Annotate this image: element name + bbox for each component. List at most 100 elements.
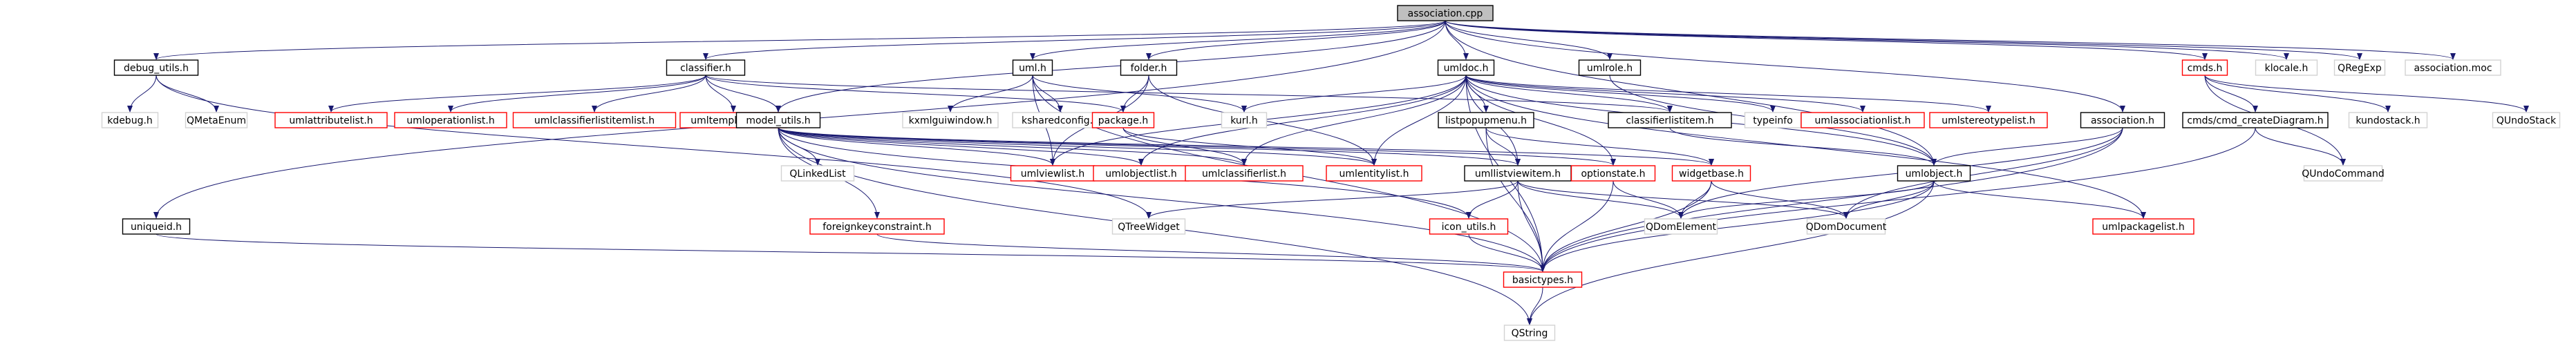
node-debug-utils-h[interactable]: debug_utils.h [113,59,199,76]
node-umlclassifierlistitemlist-h[interactable]: umlclassifierlistitemlist.h [512,112,677,128]
node-qundocommand[interactable]: QUndoCommand [2302,165,2385,182]
edge-cmds_h-to-qundostack [2204,75,2529,113]
node-association-h[interactable]: association.h [2080,112,2165,128]
node-box [1397,5,1494,21]
node-qdomelement[interactable]: QDomElement [1644,218,1718,235]
node-association-moc[interactable]: association.moc [2405,59,2501,76]
node-umlobject-h[interactable]: umlobject.h [1897,165,1971,182]
edge-umlobject_h-to-qdomdocument [1843,180,1935,219]
node-qundostack[interactable]: QUndoStack [2492,112,2561,128]
node-label: umlattributelist.h [289,115,373,126]
node-umlobjectlist-h[interactable]: umlobjectlist.h [1093,165,1190,182]
node-box [735,112,821,128]
node-qlinkedlist[interactable]: QLinkedList [780,165,855,182]
node-uml-h[interactable]: uml.h [1012,59,1053,76]
node-label: association.cpp [1408,8,1483,19]
edge-umldoc_h-to-umlobjectlist_h [1138,75,1467,166]
node-icon-utils-h[interactable]: icon_utils.h [1429,218,1509,235]
edge-basictypes_h-to-qstring [1527,287,1543,325]
node-qstring[interactable]: QString [1503,325,1556,341]
edge-association_cpp-to-folder_h [1146,20,1446,60]
node-box [1644,218,1718,235]
node-label: umlstereotypelist.h [1942,115,2036,126]
node-box [1091,112,1155,128]
node-label: QDomDocument [1806,222,1887,233]
edge-debug_utils_h-to-kdebug_h [127,75,157,113]
node-umlstereotypelist-h[interactable]: umlstereotypelist.h [1929,112,2048,128]
node-foreignkeyconstraint-h[interactable]: foreignkeyconstraint.h [809,218,945,235]
node-box [274,112,388,128]
edge-classifier_h-to-classifierlistitem_h [705,75,1673,113]
node-label: umlentitylist.h [1339,168,1409,180]
node-umloperationlist-h[interactable]: umloperationlist.h [394,112,507,128]
node-label: foreignkeyconstraint.h [822,222,932,233]
edge-association_h-to-umlobject_h [1931,127,2123,166]
edge-package_h-to-umlentitylist_h [1122,127,1377,166]
node-label: folder.h [1131,63,1167,74]
edge-umldoc_h-to-umlstereotypelist_h [1465,75,1991,113]
node-qdomdocument[interactable]: QDomDocument [1806,218,1887,235]
edge-model_utils_h-to-umlviewlist_h [778,127,1055,166]
node-label: QRegExp [2338,63,2382,74]
edge-association_cpp-to-umlobject_h [1445,20,1937,166]
node-umldoc-h[interactable]: umldoc.h [1437,59,1495,76]
node-basictypes-h[interactable]: basictypes.h [1503,271,1583,288]
node-label: umlassociationlist.h [1814,115,1910,126]
edge-debug_utils_h-to-qtreewidget [156,75,1151,219]
node-box [2182,112,2329,128]
node-klocale-h[interactable]: klocale.h [2255,59,2318,76]
edge-uml_h-to-kxmlguiwindow_h [948,75,1033,113]
node-classifierlistitem-h[interactable]: classifierlistitem.h [1608,112,1732,128]
node-box [1012,59,1053,76]
edge-umllistviewitem_h-to-qdomelement [1517,180,1684,219]
node-kdebug-h[interactable]: kdebug.h [101,112,159,128]
edge-widgetbase_h-to-qdomdocument [1711,180,1849,219]
node-package-h[interactable]: package.h [1091,112,1155,128]
node-box [1429,218,1509,235]
node-umllistviewitem-h[interactable]: umllistviewitem.h [1464,165,1572,182]
edge-umldoc_h-to-umlclassifierlist_h [1241,75,1467,166]
node-label: kurl.h [1230,115,1258,126]
node-umlrole-h[interactable]: umlrole.h [1578,59,1642,76]
node-kundostack-h[interactable]: kundostack.h [2348,112,2428,128]
node-label: typeinfo [1753,115,1793,126]
edge-umlobject_h-to-qstring [1527,180,1935,325]
node-label: uniqueid.h [131,222,182,233]
node-model-utils-h[interactable]: model_utils.h [735,112,821,128]
node-typeinfo[interactable]: typeinfo [1744,112,1802,128]
edge-association_cpp-to-model_utils_h [775,20,1446,113]
node-umlviewlist-h[interactable]: umlviewlist.h [1010,165,1096,182]
node-classifier-h[interactable]: classifier.h [666,59,746,76]
edge-classifierlistitem_h-to-umlobject_h [1669,127,1937,166]
node-umlattributelist-h[interactable]: umlattributelist.h [274,112,388,128]
node-box [1326,165,1422,182]
node-umlassociationlist-h[interactable]: umlassociationlist.h [1801,112,1925,128]
edge-model_utils_h-to-umlclassifierlist_h [778,127,1247,166]
node-cmds-cmd-creatediagram-h[interactable]: cmds/cmd_createDiagram.h [2182,112,2329,128]
node-kxmlguiwindow-h[interactable]: kxmlguiwindow.h [902,112,999,128]
node-label: QUndoCommand [2302,168,2385,180]
node-label: ksharedconfig.h [1022,115,1099,126]
node-ksharedconfig-h[interactable]: ksharedconfig.h [1012,112,1109,128]
node-qregexp[interactable]: QRegExp [2333,59,2386,76]
node-widgetbase-h[interactable]: widgetbase.h [1671,165,1751,182]
node-association-cpp[interactable]: association.cpp [1397,5,1494,21]
node-umlentitylist-h[interactable]: umlentitylist.h [1326,165,1422,182]
node-qtreewidget[interactable]: QTreeWidget [1111,218,1186,235]
edge-umldoc_h-to-umlassociationlist_h [1465,75,1865,113]
node-umlpackagelist-h[interactable]: umlpackagelist.h [2092,218,2194,235]
node-qmetaenum[interactable]: QMetaEnum [185,112,248,128]
node-kurl-h[interactable]: kurl.h [1221,112,1268,128]
node-optionstate-h[interactable]: optionstate.h [1570,165,1656,182]
node-cmds-h[interactable]: cmds.h [2181,59,2228,76]
node-uniqueid-h[interactable]: uniqueid.h [122,218,191,235]
edge-umllistviewitem_h-to-qtreewidget [1146,180,1519,219]
node-label: umloperationlist.h [406,115,495,126]
node-listpopupmenu-h[interactable]: listpopupmenu.h [1438,112,1534,128]
node-folder-h[interactable]: folder.h [1120,59,1178,76]
node-umlclassifierlist-h[interactable]: umlclassifierlist.h [1185,165,1304,182]
node-box [1578,59,1642,76]
node-label: basictypes.h [1512,275,1573,286]
edge-classifier_h-to-model_utils_h [705,75,781,113]
